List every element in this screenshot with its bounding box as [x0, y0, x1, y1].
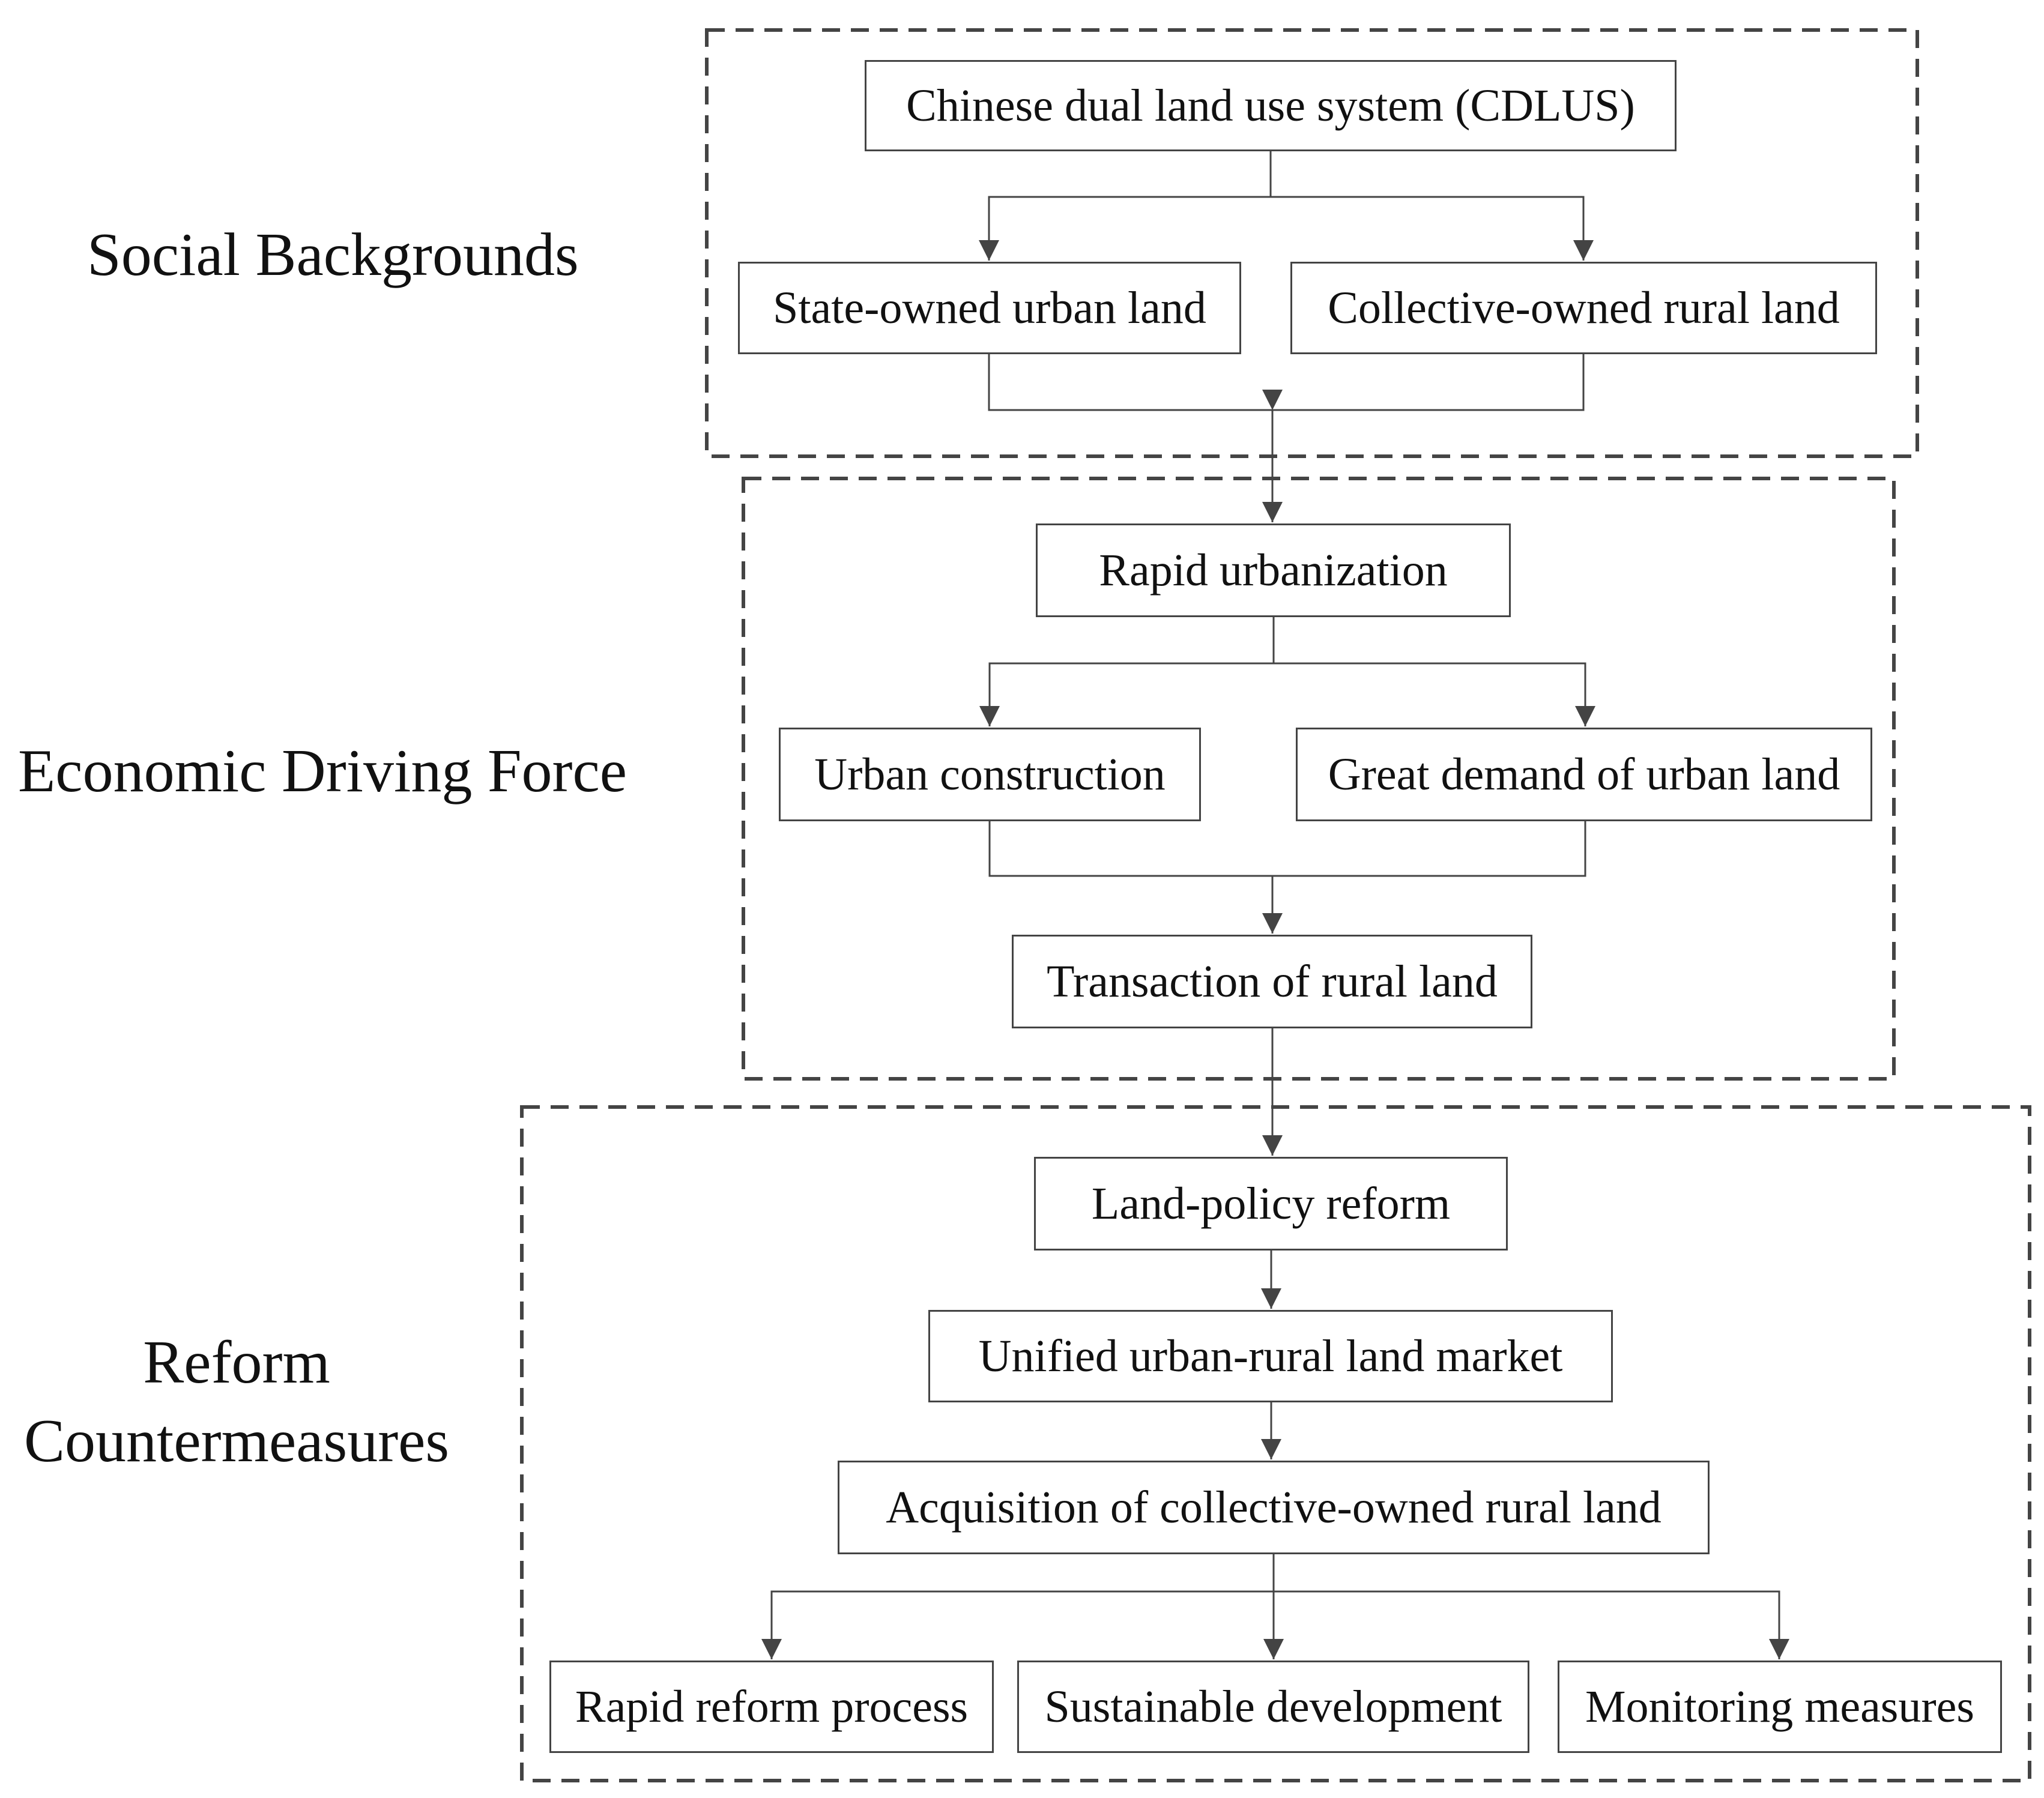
node-rapid-reform-process: Rapid reform process: [549, 1661, 994, 1753]
node-state-owned-urban-land: State-owned urban land: [738, 262, 1241, 354]
section-label-reform-countermeasures: Reform Countermeasures: [24, 1324, 449, 1480]
connector-land-merge: [988, 354, 1585, 411]
node-sustainable-development: Sustainable development: [1017, 1661, 1529, 1753]
connector-acquisition-to-monitoring: [1274, 1590, 1789, 1659]
connector-acquisition-to-rapid-reform: [761, 1590, 1274, 1659]
connector-urbanization-to-construction: [979, 662, 1274, 726]
section-label-social-backgrounds: Social Backgrounds: [87, 221, 579, 289]
frame-economic-driving-force: [742, 477, 1896, 1081]
node-unified-urban-rural-land-market: Unified urban-rural land market: [928, 1310, 1613, 1402]
node-collective-owned-rural-land: Collective-owned rural land: [1290, 262, 1877, 354]
node-acquisition-of-collective-owned-rural-land: Acquisition of collective-owned rural la…: [838, 1461, 1710, 1554]
node-cdlus: Chinese dual land use system (CDLUS): [865, 60, 1677, 151]
section-label-reform-line1: Reform: [143, 1329, 330, 1396]
node-rapid-urbanization: Rapid urbanization: [1036, 523, 1511, 617]
node-monitoring-measures: Monitoring measures: [1558, 1661, 2002, 1753]
node-great-demand-of-urban-land: Great demand of urban land: [1296, 728, 1872, 821]
section-label-economic-driving-force: Economic Driving Force: [18, 737, 627, 805]
section-label-reform-line2: Countermeasures: [24, 1407, 450, 1475]
connector-economic-merge: [988, 821, 1586, 877]
node-urban-construction: Urban construction: [779, 728, 1201, 821]
node-land-policy-reform: Land-policy reform: [1034, 1157, 1508, 1250]
connector-cdlus-to-state: [979, 196, 1271, 261]
connector-cdlus-to-collective: [1271, 196, 1594, 261]
node-transaction-of-rural-land: Transaction of rural land: [1012, 935, 1532, 1028]
connector-urbanization-to-demand: [1274, 662, 1595, 726]
frame-social-backgrounds: [705, 28, 1919, 458]
